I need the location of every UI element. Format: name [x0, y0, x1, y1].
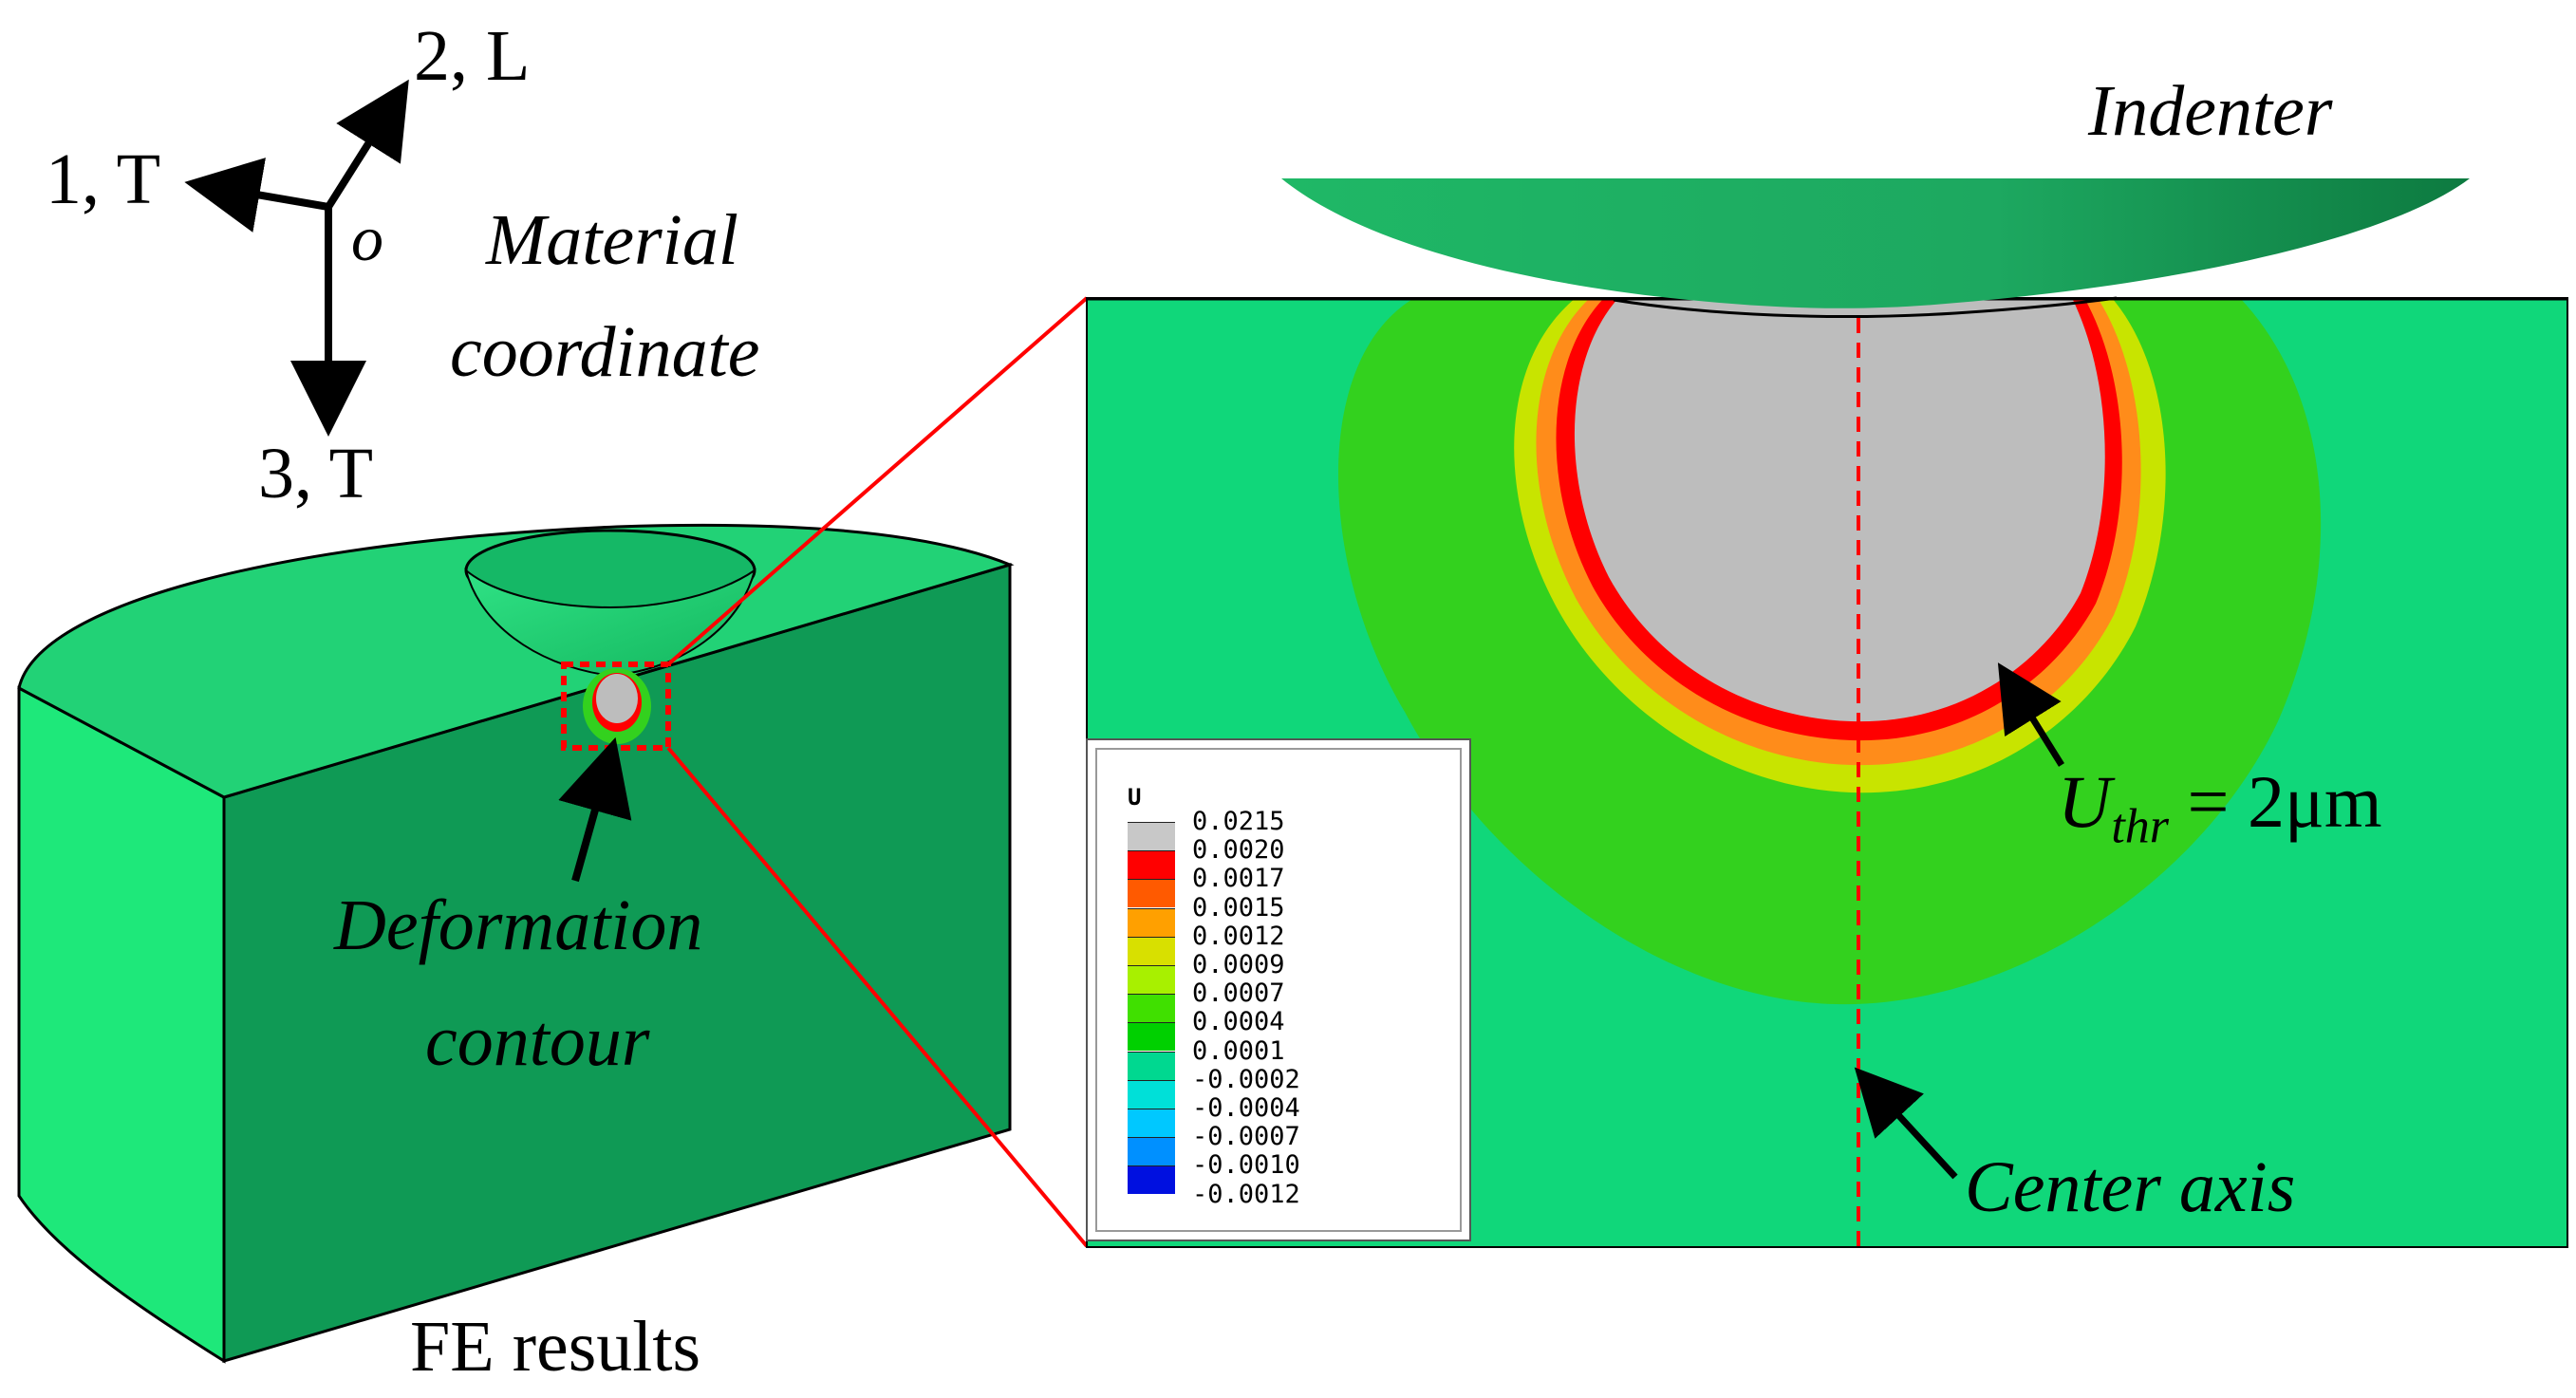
- legend-swatch: [1128, 1165, 1175, 1195]
- fe-results-label: FE results: [410, 1307, 701, 1387]
- legend-swatch: [1128, 1051, 1175, 1080]
- legend-tick-label: 0.0001: [1192, 1035, 1285, 1066]
- indenter-shape: [1281, 178, 2470, 308]
- legend-tick-label: 0.0215: [1192, 807, 1285, 836]
- legend-tick-label: 0.0009: [1192, 950, 1285, 979]
- legend-swatch: [1128, 907, 1175, 937]
- axis-2-label: 2, L: [414, 16, 531, 96]
- legend-title: U: [1128, 784, 1142, 811]
- legend-tick-label: 0.0012: [1192, 921, 1285, 951]
- legend-swatch: [1128, 965, 1175, 994]
- deformation-contour-label-1: Deformation: [334, 885, 703, 965]
- axis-2-arrow: [325, 79, 409, 210]
- legend-swatch: [1128, 1137, 1175, 1166]
- legend-tick-label: 0.0007: [1192, 979, 1285, 1009]
- legend-swatch: [1128, 1109, 1175, 1137]
- legend-tick-label: 0.0004: [1192, 1007, 1285, 1037]
- legend-tick-label: -0.0010: [1192, 1150, 1300, 1181]
- legend-tick-label: -0.0002: [1192, 1064, 1300, 1094]
- center-axis-label: Center axis: [1965, 1147, 2296, 1227]
- legend-swatch: [1128, 936, 1175, 965]
- threshold-symbol: U: [2058, 760, 2112, 843]
- legend-tick-label: -0.0007: [1192, 1122, 1300, 1152]
- axis-3-label: 3, T: [258, 434, 374, 513]
- axis-1-arrow: [184, 158, 329, 233]
- mini-contour-gray: [596, 674, 638, 723]
- indenter-contact-edge: [1613, 296, 2118, 319]
- legend-inner-frame: [1095, 748, 1462, 1232]
- deformation-arrow: [558, 736, 632, 883]
- deformation-contour-label-2: contour: [425, 1001, 650, 1081]
- legend-swatch: [1128, 994, 1175, 1023]
- zoom-region-box: [561, 662, 671, 751]
- indenter-label: Indenter: [2088, 71, 2333, 151]
- zoom-line-top: [666, 296, 1089, 666]
- zoom-line-bottom: [666, 746, 1089, 1248]
- coordinate-triad: [184, 79, 409, 437]
- origin-label: o: [351, 202, 383, 274]
- material-coordinate-label-2: coordinate: [450, 312, 760, 392]
- threshold-subscript: thr: [2111, 799, 2170, 854]
- threshold-label: Uthr = 2μm: [2058, 759, 2382, 855]
- block-top-face: [17, 523, 1015, 799]
- legend-swatch: [1128, 822, 1175, 850]
- axis-1-label: 1, T: [46, 140, 161, 219]
- threshold-arrow: [1997, 662, 2064, 767]
- legend-swatch: [1128, 1022, 1175, 1052]
- material-coordinate-label-1: Material: [486, 200, 738, 280]
- legend-swatch: [1128, 850, 1175, 880]
- legend-tick-label: 0.0017: [1192, 864, 1285, 894]
- legend-tick-label: -0.0012: [1192, 1179, 1300, 1209]
- legend-swatch: [1128, 1079, 1175, 1109]
- legend-tick-label: -0.0004: [1192, 1093, 1300, 1123]
- legend-swatch: [1128, 879, 1175, 908]
- legend-tick-label: 0.0020: [1192, 835, 1285, 866]
- block-side-face: [17, 685, 226, 1364]
- threshold-value: = 2μm: [2169, 760, 2382, 843]
- specimen-block: [17, 523, 1015, 1364]
- zone-gray: [1574, 298, 2105, 722]
- center-axis-arrow: [1854, 1067, 1958, 1180]
- legend-tick-label: 0.0015: [1192, 892, 1285, 923]
